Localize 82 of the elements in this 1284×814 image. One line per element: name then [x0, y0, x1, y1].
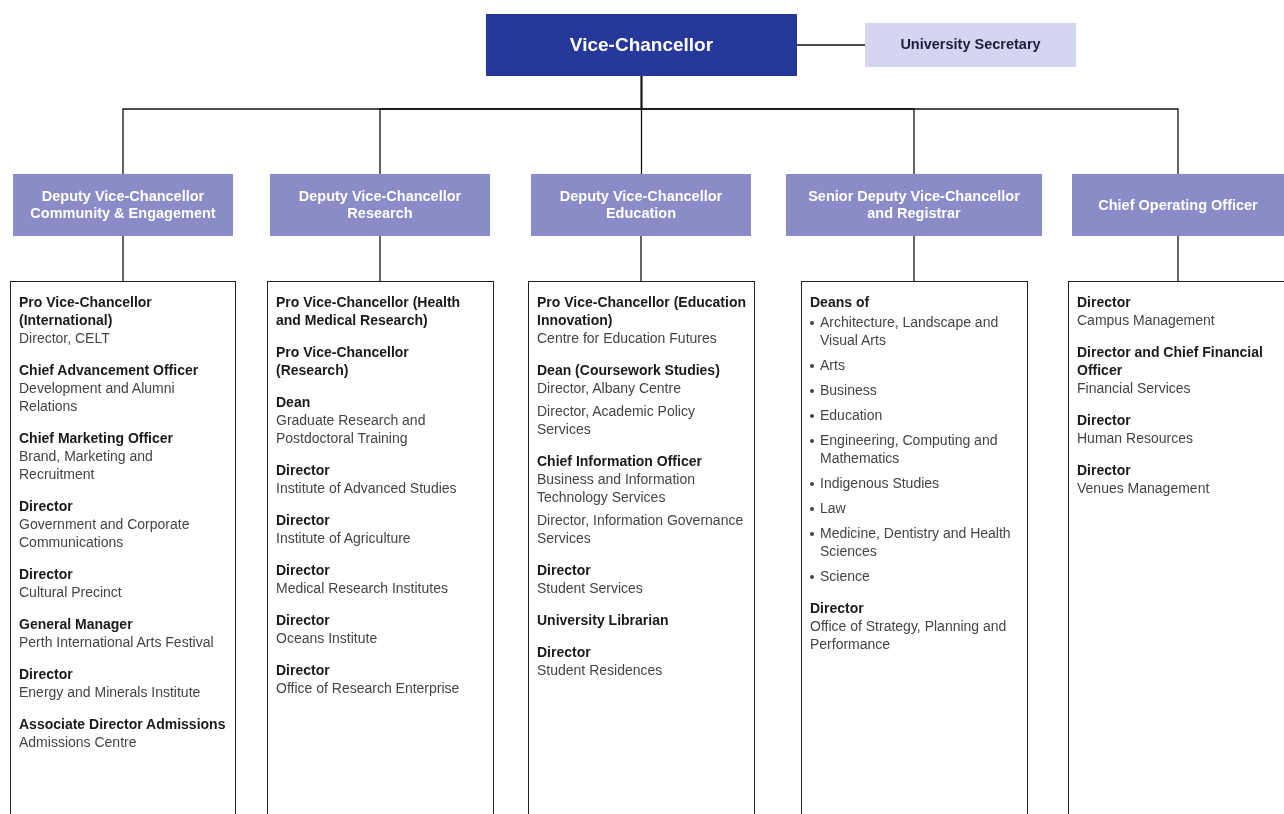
department-panel: [801, 281, 1028, 814]
role-description: Director, Albany Centre: [537, 379, 682, 397]
role-title: Director: [1077, 411, 1132, 429]
role-box: Chief Operating Officer: [1072, 174, 1284, 236]
role-description: Cultural Precinct: [19, 583, 123, 601]
department-panel: [10, 281, 236, 814]
role-title: Chief Marketing Officer: [19, 429, 175, 447]
role-title: Director: [276, 561, 331, 579]
role-box: Deputy Vice-Chancellor Community & Engagement: [13, 174, 233, 236]
role-description: Office of Strategy, Planning and Performance: [810, 617, 1008, 653]
role-description: Brand, Marketing and Recruitment: [19, 447, 154, 483]
role-description: Energy and Minerals Institute: [19, 683, 202, 701]
role-description: Government and Corporate Communications: [19, 515, 191, 551]
role-title: Pro Vice-Chancellor (International): [19, 293, 153, 329]
role-description: Office of Research Enterprise: [276, 679, 461, 697]
role-description: Oceans Institute: [276, 629, 379, 647]
list-item: Architecture, Landscape and Visual Arts: [820, 313, 1000, 349]
department-panel: [1068, 281, 1284, 814]
role-description: Institute of Agriculture: [276, 529, 412, 547]
role-title: Dean: [276, 393, 312, 411]
role-title: Associate Director Admissions: [19, 715, 227, 733]
role-title: Chief Advancement Officer: [19, 361, 200, 379]
role-description: Admissions Centre: [19, 733, 138, 751]
department-panel: [528, 281, 755, 814]
role-title: Director: [276, 511, 331, 529]
list-item: Law: [820, 499, 846, 517]
role-title: Director: [1077, 461, 1132, 479]
connector-line: [640, 75, 1179, 175]
role-description: Centre for Education Futures: [537, 329, 718, 347]
role-description: Student Services: [537, 579, 644, 597]
role-description: Institute of Advanced Studies: [276, 479, 458, 497]
connector-line: [122, 235, 124, 282]
role-title: Director: [537, 643, 592, 661]
role-title: Pro Vice-Chancellor (Health and Medical Research): [276, 293, 462, 329]
role-description: Campus Management: [1077, 311, 1216, 329]
role-description: Business and Information Technology Services: [537, 470, 696, 506]
role-title: Director and Chief Financial Officer: [1077, 343, 1264, 379]
connector-line: [913, 235, 915, 282]
role-description: Human Resources: [1077, 429, 1194, 447]
role-box: Deputy Vice-Chancellor Research: [270, 174, 490, 236]
role-title: Director: [1077, 293, 1132, 311]
role-title: Director: [810, 599, 865, 617]
role-box: University Secretary: [865, 23, 1076, 67]
connector-line: [1177, 235, 1179, 282]
role-box: Deputy Vice-Chancellor Education: [531, 174, 751, 236]
role-box: Senior Deputy Vice-Chancellor and Registrar: [786, 174, 1042, 236]
list-item: Arts: [820, 356, 845, 374]
department-panel: [267, 281, 494, 814]
role-title: Pro Vice-Chancellor (Research): [276, 343, 410, 379]
role-title: Chief Information Officer: [537, 452, 703, 470]
connector-line: [640, 235, 642, 282]
role-title: Director: [276, 611, 331, 629]
role-description: Venues Management: [1077, 479, 1211, 497]
list-item: Business: [820, 381, 877, 399]
role-description: Director, CELT: [19, 329, 111, 347]
role-title: Director: [537, 561, 592, 579]
role-description: Director, Academic Policy Services: [537, 402, 696, 438]
list-item: Indigenous Studies: [820, 474, 940, 492]
role-title: Pro Vice-Chancellor (Education Innovation): [537, 293, 746, 329]
role-title: Director: [276, 461, 331, 479]
role-description: Perth International Arts Festival: [19, 633, 215, 651]
role-title: Director: [19, 565, 74, 583]
role-description: Student Residences: [537, 661, 664, 679]
role-box: Vice-Chancellor: [486, 14, 797, 76]
list-item: Medicine, Dentistry and Health Sciences: [820, 524, 1012, 560]
list-item: Science: [820, 567, 870, 585]
connector-line: [796, 44, 866, 46]
role-title: Director: [19, 665, 74, 683]
role-description: Medical Research Institutes: [276, 579, 449, 597]
role-description: Director, Information Governance Services: [537, 511, 745, 547]
role-description: Graduate Research and Postdoctoral Training: [276, 411, 427, 447]
connector-line: [379, 235, 381, 282]
role-description: Development and Alumni Relations: [19, 379, 176, 415]
list-item: Education: [820, 406, 883, 424]
role-title: Dean (Coursework Studies): [537, 361, 721, 379]
role-title: University Librarian: [537, 611, 670, 629]
role-title: Deans of: [810, 293, 871, 311]
role-title: Director: [19, 497, 74, 515]
role-title: General Manager: [19, 615, 134, 633]
role-description: Financial Services: [1077, 379, 1192, 397]
list-item: Engineering, Computing and Mathematics: [820, 431, 999, 467]
role-title: Director: [276, 661, 331, 679]
